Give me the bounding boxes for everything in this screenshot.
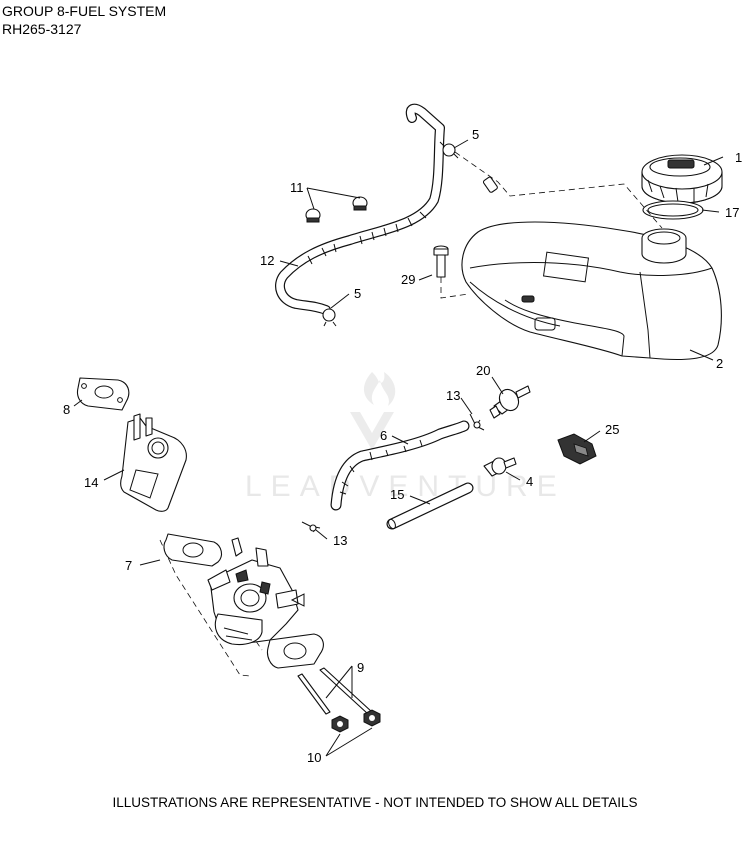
- carburetor-insulator[interactable]: [120, 413, 187, 512]
- disclaimer-text: ILLUSTRATIONS ARE REPRESENTATIVE - NOT I…: [112, 795, 638, 810]
- model-code: RH265-3127: [2, 21, 82, 37]
- intake-gasket[interactable]: [76, 377, 130, 411]
- callout-10: 10: [307, 750, 321, 765]
- hose-clamp-upper[interactable]: [439, 141, 459, 159]
- callout-5-upper: 5: [472, 127, 479, 142]
- watermark-logo-icon: [350, 372, 396, 450]
- mounting-studs[interactable]: [297, 667, 373, 715]
- callout-25: 25: [605, 422, 619, 437]
- callout-7: 7: [125, 558, 132, 573]
- callout-13-lower: 13: [333, 533, 347, 548]
- carburetor[interactable]: [207, 537, 305, 646]
- air-cleaner-gasket[interactable]: [266, 633, 324, 669]
- group-title: GROUP 8-FUEL SYSTEM: [2, 3, 167, 19]
- callout-numbers: 1 17 2 5 5 11 12 29 20 13 6 25 4 15 13 8…: [63, 127, 742, 765]
- callout-5-lower: 5: [354, 286, 361, 301]
- cap-gasket[interactable]: [642, 200, 704, 220]
- tank-fitting[interactable]: [482, 176, 498, 193]
- hose-clamp-lower[interactable]: [322, 308, 337, 327]
- callout-13-upper: 13: [446, 388, 460, 403]
- fuel-filter[interactable]: [489, 385, 531, 419]
- callout-2: 2: [716, 356, 723, 371]
- callout-12: 12: [260, 253, 274, 268]
- callout-15: 15: [390, 487, 404, 502]
- callout-14: 14: [84, 475, 98, 490]
- callout-1: 1: [735, 150, 742, 165]
- fuel-tank[interactable]: [461, 221, 722, 361]
- fuel-cap[interactable]: [641, 154, 723, 204]
- callout-8: 8: [63, 402, 70, 417]
- fuel-shutoff-valve[interactable]: [557, 433, 597, 465]
- carburetor-gasket[interactable]: [163, 533, 223, 567]
- fuel-line-clamp-upper[interactable]: [469, 413, 485, 431]
- tank-outlet-fitting[interactable]: [483, 457, 517, 477]
- callout-9: 9: [357, 660, 364, 675]
- callout-29: 29: [401, 272, 415, 287]
- fuel-line-clamp-lower[interactable]: [301, 521, 321, 533]
- callout-4: 4: [526, 474, 533, 489]
- tank-bolt[interactable]: [433, 245, 449, 278]
- clamp-pair[interactable]: [305, 196, 368, 223]
- callout-17: 17: [725, 205, 739, 220]
- stud-nuts[interactable]: [331, 709, 381, 733]
- vent-hose[interactable]: [386, 482, 474, 530]
- callout-6: 6: [380, 428, 387, 443]
- watermark-text: LEADVENTURE: [245, 470, 566, 503]
- callout-leaders: [73, 139, 724, 757]
- callout-20: 20: [476, 363, 490, 378]
- callout-11: 11: [290, 180, 304, 195]
- fuel-line[interactable]: [275, 103, 445, 315]
- carburetor-fuel-line[interactable]: [330, 420, 470, 511]
